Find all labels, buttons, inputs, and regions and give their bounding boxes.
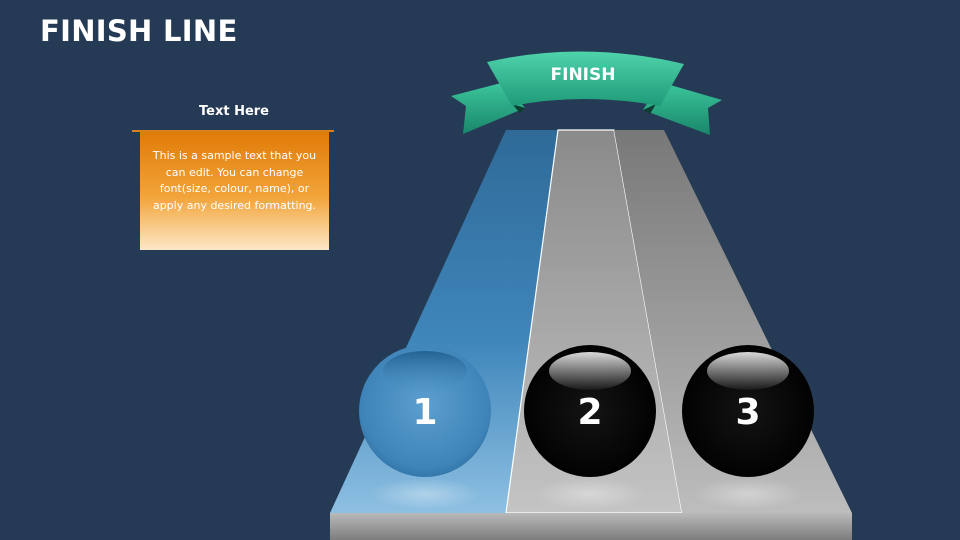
ribbon-right-fold [643, 104, 656, 114]
lane-3-ball: 3 [682, 345, 814, 477]
track-base [330, 513, 852, 540]
heading-divider [132, 130, 334, 132]
slide-title: FINISH LINE [40, 14, 238, 48]
ball-1-number: 1 [412, 392, 437, 433]
ribbon-front [487, 51, 684, 106]
banner-label: FINISH [551, 65, 616, 85]
ball-3-reflection [693, 478, 803, 510]
text-box-body: This is a sample text that you can edit.… [140, 132, 329, 250]
ball-2-number: 2 [577, 392, 602, 433]
ribbon-left-fold [512, 104, 525, 113]
ball-1-reflection [370, 478, 480, 510]
text-box-heading: Text Here [198, 104, 269, 119]
lane-1-ball: 1 [359, 345, 491, 477]
ball-2-reflection [535, 478, 645, 510]
lane-2-ball: 2 [524, 345, 656, 477]
ball-3-number: 3 [735, 392, 760, 433]
